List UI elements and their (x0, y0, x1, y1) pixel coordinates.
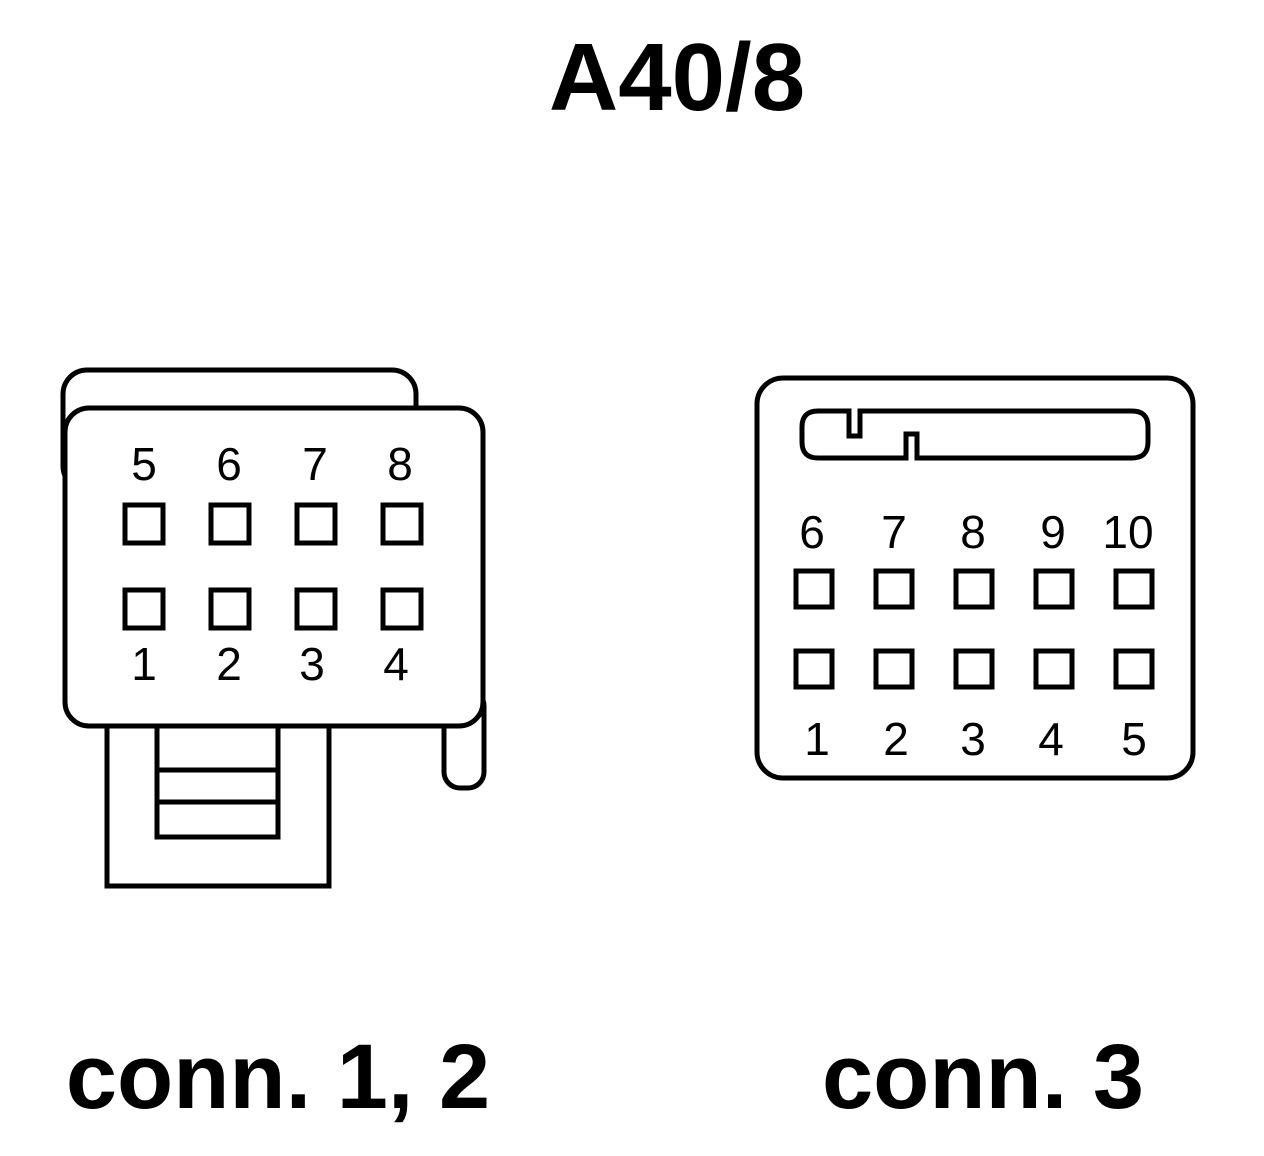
pin-number-label: 2 (883, 713, 909, 765)
pin-socket (294, 587, 338, 631)
pin-socket (793, 648, 835, 690)
pin-socket (380, 502, 424, 546)
pin-number-label: 1 (131, 638, 157, 690)
pin-socket (873, 568, 915, 610)
pin-socket (1033, 568, 1075, 610)
diagram-title: A40/8 (549, 24, 805, 131)
pin-socket (1113, 648, 1155, 690)
pin-socket (122, 502, 166, 546)
connector-3-label: conn. 3 (822, 1026, 1144, 1128)
connector-1-2-label: conn. 1, 2 (66, 1026, 490, 1128)
pin-number-label: 10 (1102, 506, 1153, 558)
connector-3-key-slot (799, 408, 1151, 461)
pin-number-label: 4 (383, 638, 409, 690)
pin-number-label: 8 (960, 506, 986, 558)
pin-number-label: 2 (216, 638, 242, 690)
pin-socket (380, 587, 424, 631)
pin-socket (208, 502, 252, 546)
connector-1-2: 5 6 7 8 1 2 3 4 (60, 367, 487, 889)
pin-socket (1033, 648, 1075, 690)
pin-number-label: 6 (799, 506, 825, 558)
pin-socket (294, 502, 338, 546)
pin-socket (953, 648, 995, 690)
pin-number-label: 3 (299, 638, 325, 690)
pin-number-label: 7 (881, 506, 907, 558)
pin-socket (953, 568, 995, 610)
pin-number-label: 3 (960, 713, 986, 765)
pin-number-label: 5 (1121, 713, 1147, 765)
pin-number-label: 5 (131, 438, 157, 490)
pin-number-label: 8 (387, 438, 413, 490)
pin-number-label: 6 (216, 438, 242, 490)
connector-1-2-body (62, 405, 486, 729)
connector-1-2-latch-tab (154, 712, 281, 840)
pin-socket (1113, 568, 1155, 610)
pin-number-label: 4 (1038, 713, 1064, 765)
pin-number-label: 9 (1040, 506, 1066, 558)
pin-socket (873, 648, 915, 690)
pin-number-label: 1 (804, 713, 830, 765)
pin-socket (122, 587, 166, 631)
pin-socket (793, 568, 835, 610)
pin-socket (208, 587, 252, 631)
pin-number-label: 7 (302, 438, 328, 490)
connector-3: 6 7 8 9 10 1 2 3 4 5 (754, 375, 1196, 781)
